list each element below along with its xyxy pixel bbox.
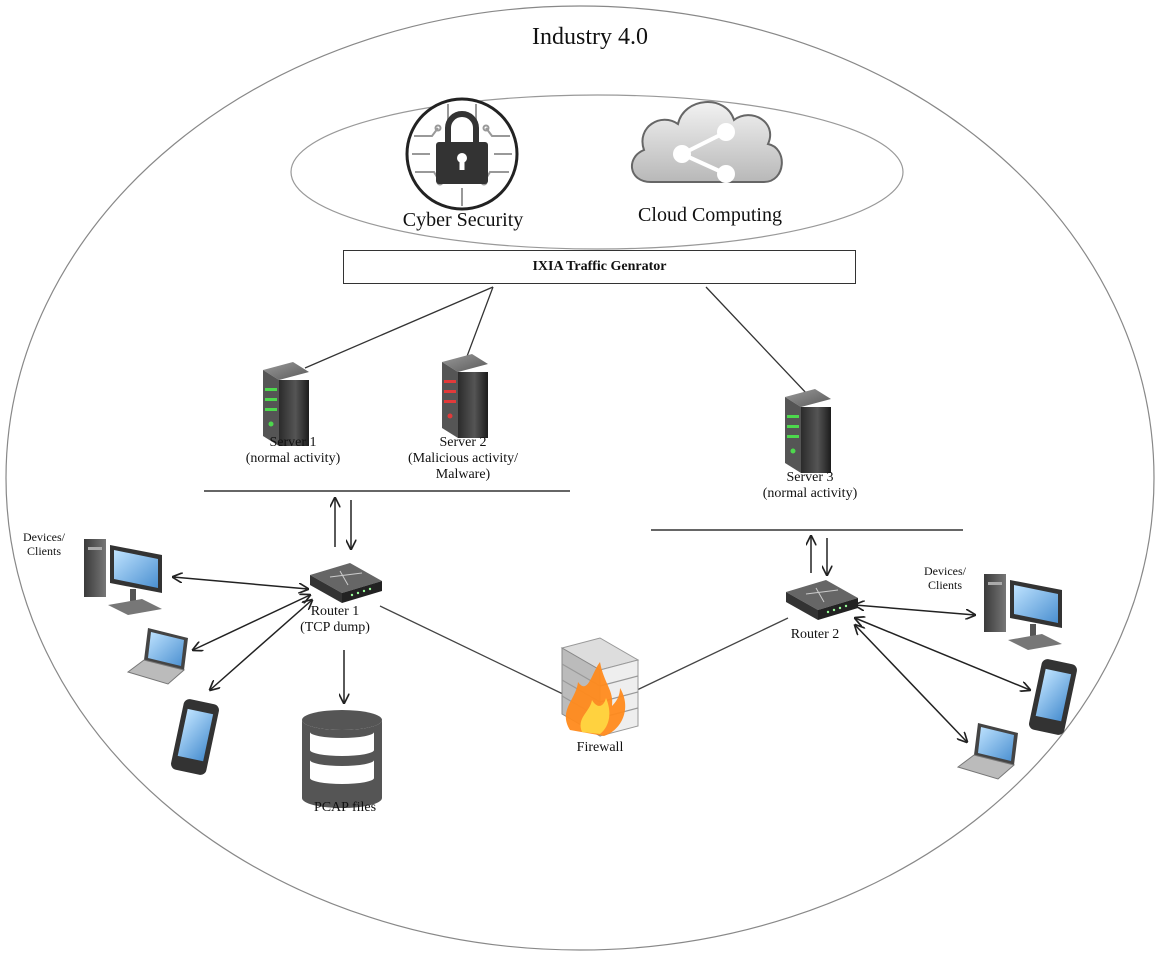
desktop-right-icon — [984, 574, 1062, 650]
server-2-name: Server 2 — [439, 435, 487, 450]
router-1-desc: (TCP dump) — [300, 620, 370, 636]
router-1-name: Router 1 — [310, 604, 360, 619]
top-cluster-ellipse — [290, 94, 904, 250]
server-2-desc-2: Malware) — [435, 467, 491, 483]
server-1-desc: (normal activity) — [245, 451, 341, 467]
clients-right-line2: Clients — [927, 577, 962, 592]
router-1-icon — [310, 563, 382, 603]
diagram-title: Industry 4.0 — [532, 24, 648, 50]
traffic-generator-box: IXIA Traffic Genrator — [343, 250, 856, 284]
pcap-label: PCAP files — [313, 800, 377, 815]
server-2-label: Server 2 (Malicious activity/ Malware) — [388, 435, 538, 483]
desktop-left-icon — [84, 539, 162, 615]
phone-left-icon — [171, 699, 219, 775]
clients-right-line1: Devices/ — [924, 564, 966, 578]
clients-left-label: Devices/ Clients — [4, 530, 84, 559]
router-2-icon — [786, 580, 858, 620]
clients-left-line2: Clients — [26, 543, 61, 558]
cyber-security-label: Cyber Security — [402, 209, 524, 231]
laptop-left-icon — [126, 628, 188, 685]
server-1-label: Server 1 (normal activity) — [228, 435, 358, 467]
laptop-right-icon — [956, 723, 1018, 780]
router-1-label: Router 1 (TCP dump) — [280, 604, 390, 636]
router-2-label: Router 2 — [790, 627, 840, 642]
server-3-label: Server 3 (normal activity) — [745, 470, 875, 502]
clients-left-line1: Devices/ — [23, 530, 65, 544]
industry-boundary — [5, 5, 1155, 951]
server-3-name: Server 3 — [786, 470, 834, 485]
lock-icon — [405, 97, 519, 211]
server-2-icon — [442, 354, 488, 438]
server-1-icon — [263, 362, 309, 446]
server-3-icon — [785, 389, 831, 473]
database-icon — [302, 710, 382, 808]
cloud-share-icon — [630, 101, 783, 183]
clients-right-label: Devices/ Clients — [905, 564, 985, 593]
firewall-icon — [560, 637, 640, 737]
phone-right-icon — [1029, 659, 1077, 735]
server-3-desc: (normal activity) — [762, 486, 858, 502]
firewall-label: Firewall — [576, 740, 624, 755]
cloud-computing-label: Cloud Computing — [638, 204, 782, 226]
server-1-name: Server 1 — [269, 435, 317, 450]
server-2-desc: (Malicious activity/ — [407, 451, 519, 467]
